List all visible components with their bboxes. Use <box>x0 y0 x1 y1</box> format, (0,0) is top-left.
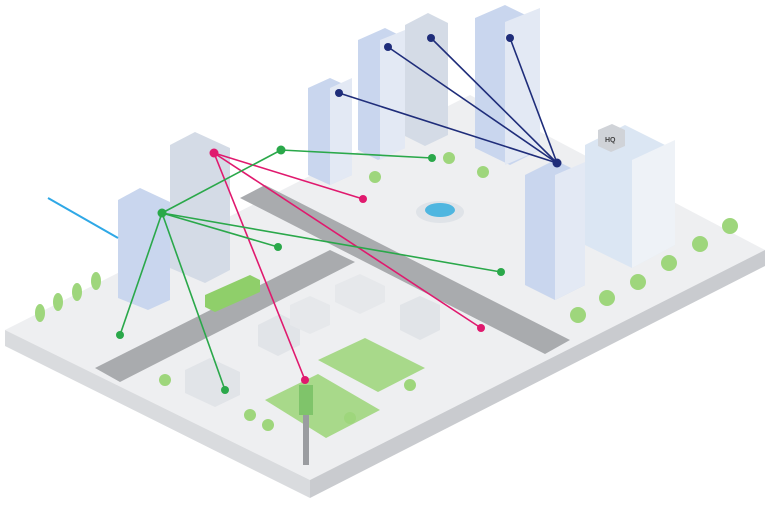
cell-tower <box>299 385 313 465</box>
bus <box>205 275 260 312</box>
tower <box>475 5 540 165</box>
hq-building: HQ <box>585 124 675 268</box>
small-building <box>185 358 240 407</box>
buildings: HQ <box>118 5 675 465</box>
navy-link-line <box>509 37 558 164</box>
pink-hub-node <box>209 148 219 158</box>
fountain <box>416 201 464 223</box>
pink-link-line <box>213 152 364 200</box>
green-node <box>497 268 505 276</box>
navy-link-line <box>338 92 558 164</box>
green-link-line <box>161 212 502 273</box>
green-link-line <box>161 149 282 214</box>
green-node <box>274 243 282 251</box>
tower <box>405 13 448 146</box>
green-link-line <box>161 212 279 248</box>
trees <box>35 152 738 431</box>
network-links <box>47 34 562 394</box>
tower <box>358 28 405 160</box>
green-link-line <box>280 149 433 159</box>
green-node <box>116 331 124 339</box>
hq-sign: HQ <box>605 137 616 144</box>
green-link-line <box>119 212 163 336</box>
pink-link-line <box>213 152 482 329</box>
blue-link-line <box>47 197 119 239</box>
green-node <box>221 386 229 394</box>
navy-link-line <box>387 46 558 164</box>
green-link-line <box>161 212 226 391</box>
small-building <box>290 296 330 334</box>
navy-link-line <box>430 37 558 164</box>
green-node <box>428 154 436 162</box>
small-building <box>258 314 300 356</box>
roads <box>95 185 570 382</box>
pink-node <box>359 195 367 203</box>
navy-node <box>335 89 343 97</box>
pink-node <box>301 376 309 384</box>
green-hub-node <box>276 145 286 155</box>
green-hub-node <box>157 208 167 218</box>
tower <box>525 160 585 300</box>
small-building <box>335 274 385 314</box>
pink-link-line <box>213 152 306 381</box>
tower <box>308 78 352 185</box>
navy-node <box>506 34 514 42</box>
navy-node <box>384 43 392 51</box>
navy-hub-node <box>552 158 562 168</box>
small-building <box>400 296 440 340</box>
tower <box>170 132 230 283</box>
navy-node <box>427 34 435 42</box>
pink-node <box>477 324 485 332</box>
tower <box>118 188 170 310</box>
